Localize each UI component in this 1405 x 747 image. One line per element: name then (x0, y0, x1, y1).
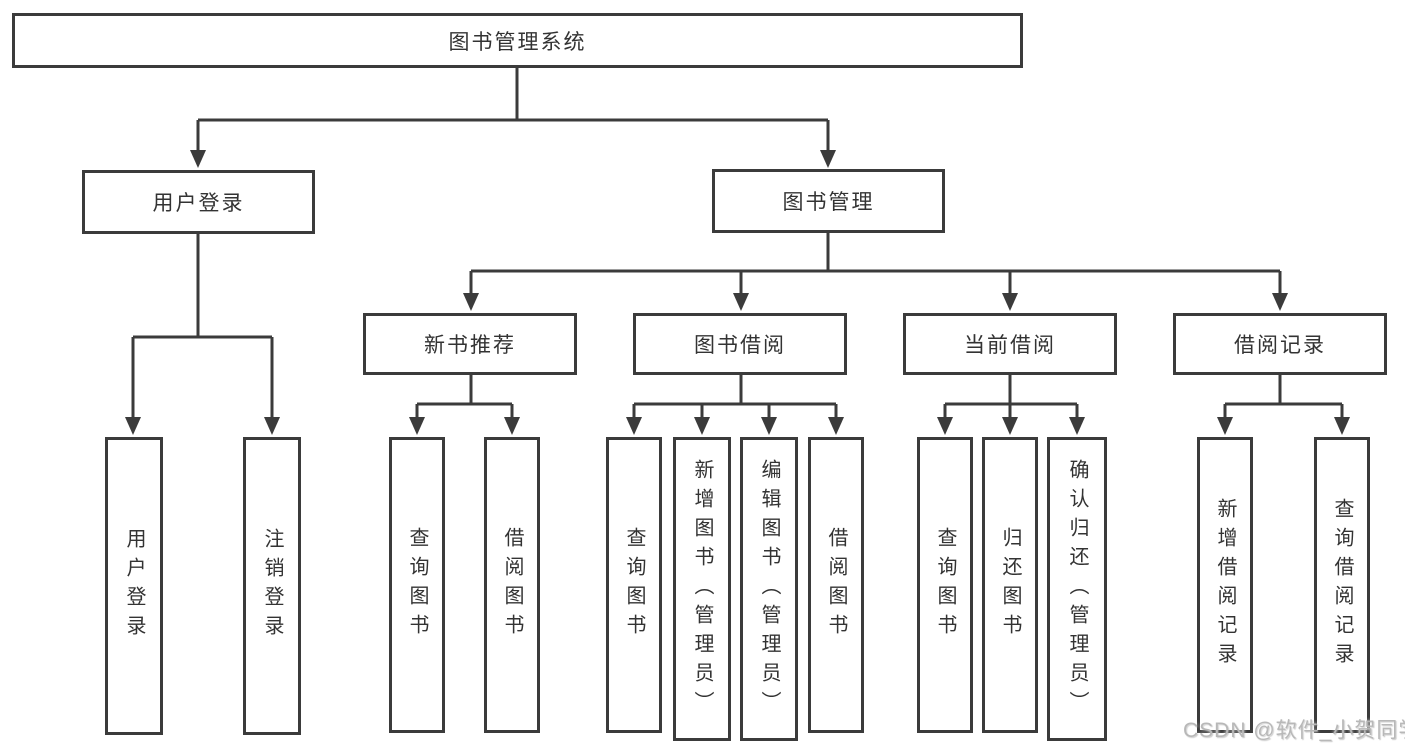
node-user-login: 用户登录 (82, 170, 315, 234)
node-label: 借阅记录 (1234, 334, 1326, 357)
arrowhead-icon (937, 417, 953, 435)
arrowhead-icon (733, 293, 749, 311)
leaf-label: 确认归还（管理员） (1066, 458, 1088, 720)
arrowhead-icon (694, 417, 710, 435)
arrowheads (125, 150, 1350, 435)
leaf-confirm-return-admin: 确认归还（管理员） (1047, 437, 1107, 741)
node-current-borrowing: 当前借阅 (903, 313, 1117, 375)
arrowhead-icon (463, 293, 479, 311)
arrowhead-icon (1069, 417, 1085, 435)
leaf-label: 新增借阅记录 (1214, 498, 1236, 672)
arrowhead-icon (828, 417, 844, 435)
leaf-label: 归还图书 (999, 527, 1021, 643)
arrowhead-icon (1002, 293, 1018, 311)
csdn-watermark: CSDN @软件_小贺同学 (1183, 719, 1405, 742)
node-book-borrowing: 图书借阅 (633, 313, 847, 375)
arrowhead-icon (190, 150, 206, 168)
connector-path (131, 68, 1344, 421)
leaf-query-books-current: 查询图书 (917, 437, 973, 733)
arrowhead-icon (1217, 417, 1233, 435)
leaf-label: 借阅图书 (501, 527, 523, 643)
leaf-return-books: 归还图书 (982, 437, 1038, 733)
arrowhead-icon (626, 417, 642, 435)
arrowhead-icon (1334, 417, 1350, 435)
leaf-label: 借阅图书 (825, 527, 847, 643)
leaf-label: 查询图书 (623, 527, 645, 643)
node-borrowing-records: 借阅记录 (1173, 313, 1387, 375)
arrowhead-icon (1002, 417, 1018, 435)
arrowhead-icon (264, 417, 280, 435)
leaf-add-book-admin: 新增图书（管理员） (673, 437, 731, 741)
leaf-label: 编辑图书（管理员） (758, 458, 780, 720)
node-label: 图书借阅 (694, 334, 786, 357)
leaf-label: 新增图书（管理员） (691, 458, 713, 720)
leaf-add-borrowing-record: 新增借阅记录 (1197, 437, 1253, 733)
arrowhead-icon (125, 417, 141, 435)
leaf-label: 查询借阅记录 (1331, 498, 1353, 672)
leaf-label: 查询图书 (406, 527, 428, 643)
leaf-query-books-borrowing: 查询图书 (606, 437, 662, 733)
leaf-logout: 注销登录 (243, 437, 301, 735)
leaf-label: 用户登录 (123, 528, 145, 644)
arrowhead-icon (409, 417, 425, 435)
node-library-management-system: 图书管理系统 (12, 13, 1023, 68)
node-label: 图书管理 (782, 191, 875, 214)
arrowhead-icon (761, 417, 777, 435)
leaf-label: 查询图书 (934, 527, 956, 643)
node-label: 新书推荐 (424, 334, 516, 357)
leaf-label: 注销登录 (261, 528, 283, 644)
leaf-borrow-books-recommendation: 借阅图书 (484, 437, 540, 733)
leaf-user-login: 用户登录 (105, 437, 163, 735)
arrowhead-icon (504, 417, 520, 435)
node-book-management: 图书管理 (712, 169, 945, 233)
leaf-query-books-recommendation: 查询图书 (389, 437, 445, 733)
leaf-borrow-books-borrowing: 借阅图书 (808, 437, 864, 733)
node-label: 用户登录 (152, 192, 245, 215)
leaf-edit-book-admin: 编辑图书（管理员） (740, 437, 798, 741)
arrowhead-icon (1272, 293, 1288, 311)
leaf-query-borrowing-record: 查询借阅记录 (1314, 437, 1370, 733)
node-new-book-recommendation: 新书推荐 (363, 313, 577, 375)
node-label: 当前借阅 (964, 334, 1056, 357)
node-label: 图书管理系统 (448, 30, 587, 54)
arrowhead-icon (820, 150, 836, 168)
